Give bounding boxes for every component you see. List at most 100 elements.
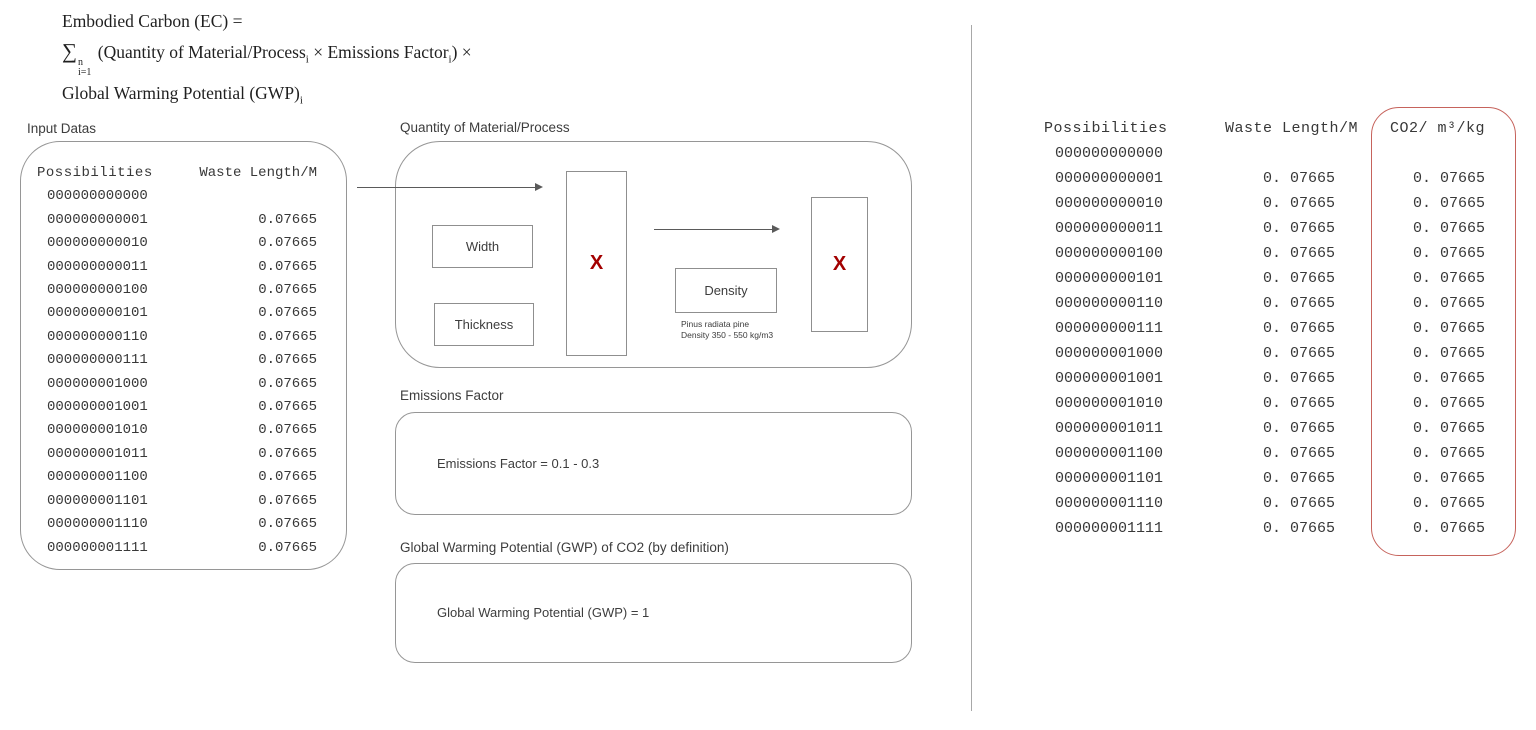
waste-length-value: 0.07665 bbox=[258, 516, 317, 533]
volume-multiply-node: X bbox=[566, 171, 627, 356]
input-table-row: 000000000101 0.07665 bbox=[20, 302, 347, 325]
output-table-row: 000000000110 0. 07665 0. 07665 bbox=[1040, 291, 1490, 316]
waste-length-value: 0.07665 bbox=[258, 258, 317, 275]
input-header-waste-length: Waste Length/M bbox=[199, 165, 317, 181]
waste-length-value: 0. 07665 bbox=[1262, 245, 1335, 262]
quantity-section-label: Quantity of Material/Process bbox=[400, 120, 570, 135]
arrow-head-icon bbox=[772, 225, 780, 234]
waste-length-value bbox=[1225, 141, 1335, 166]
co2-value: 0. 07665 bbox=[1412, 495, 1485, 512]
possibility-code: 000000001010 bbox=[1055, 395, 1164, 412]
waste-length-value: 0.07665 bbox=[258, 282, 317, 299]
co2-value: 0. 07665 bbox=[1412, 395, 1485, 412]
output-table-row: 000000001110 0. 07665 0. 07665 bbox=[1040, 491, 1490, 516]
input-table-row: 000000001101 0.07665 bbox=[20, 490, 347, 513]
gwp-box bbox=[395, 563, 912, 663]
output-header-possibilities: Possibilities bbox=[1044, 120, 1168, 137]
arrow-volume-to-mass bbox=[654, 225, 780, 234]
possibility-code: 000000001100 bbox=[47, 469, 148, 486]
waste-length-value: 0. 07665 bbox=[1262, 445, 1335, 462]
co2-value: 0. 07665 bbox=[1412, 220, 1485, 237]
co2-value: 0. 07665 bbox=[1412, 345, 1485, 362]
waste-length-value: 0.07665 bbox=[258, 305, 317, 322]
waste-length-value: 0. 07665 bbox=[1262, 295, 1335, 312]
output-table-row: 000000001101 0. 07665 0. 07665 bbox=[1040, 466, 1490, 491]
co2-value: 0. 07665 bbox=[1412, 195, 1485, 212]
input-table-row: 000000001111 0.07665 bbox=[20, 537, 347, 560]
arrow-input-to-volume bbox=[357, 183, 543, 192]
emissions-factor-label: Emissions Factor bbox=[400, 388, 504, 403]
possibility-code: 000000001000 bbox=[1055, 345, 1164, 362]
summation-symbol: ∑ bbox=[62, 39, 77, 63]
output-table-row: 000000000100 0. 07665 0. 07665 bbox=[1040, 241, 1490, 266]
co2-value: 0. 07665 bbox=[1412, 320, 1485, 337]
formula-line-1: Embodied Carbon (EC) = bbox=[62, 11, 243, 31]
input-table-row: 000000000100 0.07665 bbox=[20, 279, 347, 302]
waste-length-value: 0.07665 bbox=[258, 328, 317, 345]
multiply-x-symbol: X bbox=[589, 252, 604, 274]
emissions-factor-box bbox=[395, 412, 912, 515]
output-table-row: 000000001010 0. 07665 0. 07665 bbox=[1040, 391, 1490, 416]
possibility-code: 000000000111 bbox=[47, 352, 148, 369]
possibility-code: 000000001010 bbox=[47, 422, 148, 439]
waste-length-value: 0.07665 bbox=[258, 352, 317, 369]
waste-length-value: 0. 07665 bbox=[1262, 270, 1335, 287]
waste-length-value bbox=[220, 185, 347, 208]
input-table-row: 000000001011 0.07665 bbox=[20, 443, 347, 466]
possibility-code: 000000000100 bbox=[1055, 245, 1164, 262]
possibility-code: 000000000010 bbox=[1055, 195, 1164, 212]
waste-length-value: 0. 07665 bbox=[1262, 520, 1335, 537]
waste-length-value: 0. 07665 bbox=[1262, 345, 1335, 362]
co2-value: 0. 07665 bbox=[1412, 270, 1485, 287]
co2-value: 0. 07665 bbox=[1412, 445, 1485, 462]
input-header-possibilities: Possibilities bbox=[37, 165, 153, 181]
gwp-label: Global Warming Potential (GWP) of CO2 (b… bbox=[400, 540, 729, 555]
waste-length-value: 0.07665 bbox=[258, 492, 317, 509]
output-table-row: 000000000001 0. 07665 0. 07665 bbox=[1040, 166, 1490, 191]
possibility-code: 000000001000 bbox=[47, 375, 148, 392]
co2-column-highlight bbox=[1371, 107, 1516, 556]
input-table: Possibilities Waste Length/M 00000000000… bbox=[20, 162, 347, 560]
possibility-code: 000000000000 bbox=[1055, 145, 1164, 162]
thickness-node: Thickness bbox=[434, 303, 534, 346]
waste-length-value: 0. 07665 bbox=[1262, 320, 1335, 337]
input-table-box bbox=[20, 141, 347, 570]
input-datas-label: Input Datas bbox=[27, 121, 97, 136]
output-table-row: 000000001000 0. 07665 0. 07665 bbox=[1040, 341, 1490, 366]
formula-line-3: Global Warming Potential (GWP)i bbox=[62, 83, 303, 107]
input-table-row: 000000000111 0.07665 bbox=[20, 349, 347, 372]
possibility-code: 000000000011 bbox=[1055, 220, 1164, 237]
co2-value: 0. 07665 bbox=[1412, 245, 1485, 262]
output-table-row: 000000000000 bbox=[1040, 141, 1490, 166]
waste-length-value: 0.07665 bbox=[258, 375, 317, 392]
output-table-row: 000000000101 0. 07665 0. 07665 bbox=[1040, 266, 1490, 291]
possibility-code: 000000001110 bbox=[47, 516, 148, 533]
possibility-code: 000000000110 bbox=[47, 328, 148, 345]
waste-length-value: 0. 07665 bbox=[1262, 170, 1335, 187]
possibility-code: 000000001110 bbox=[1055, 495, 1164, 512]
waste-length-value: 0. 07665 bbox=[1262, 395, 1335, 412]
arrow-head-icon bbox=[535, 183, 543, 192]
possibility-code: 000000000100 bbox=[47, 282, 148, 299]
possibility-code: 000000000001 bbox=[47, 211, 148, 228]
gwp-value: Global Warming Potential (GWP) = 1 bbox=[437, 605, 650, 620]
possibility-code: 000000000000 bbox=[47, 188, 148, 205]
possibility-code: 000000001001 bbox=[47, 399, 148, 416]
possibility-code: 000000000101 bbox=[47, 305, 148, 322]
input-table-row: 000000000010 0.07665 bbox=[20, 232, 347, 255]
output-table-row: 000000001001 0. 07665 0. 07665 bbox=[1040, 366, 1490, 391]
output-table-row: 000000000011 0. 07665 0. 07665 bbox=[1040, 216, 1490, 241]
density-note: Pinus radiata pine Density 350 - 550 kg/… bbox=[681, 319, 774, 340]
input-table-row: 000000001000 0.07665 bbox=[20, 373, 347, 396]
waste-length-value: 0.07665 bbox=[258, 399, 317, 416]
input-table-row: 000000001110 0.07665 bbox=[20, 513, 347, 536]
possibility-code: 000000001100 bbox=[1055, 445, 1164, 462]
output-table-row: 000000000010 0. 07665 0. 07665 bbox=[1040, 191, 1490, 216]
output-table-row: 000000001100 0. 07665 0. 07665 bbox=[1040, 441, 1490, 466]
possibility-code: 000000001011 bbox=[1055, 420, 1164, 437]
possibility-code: 000000000011 bbox=[47, 258, 148, 275]
